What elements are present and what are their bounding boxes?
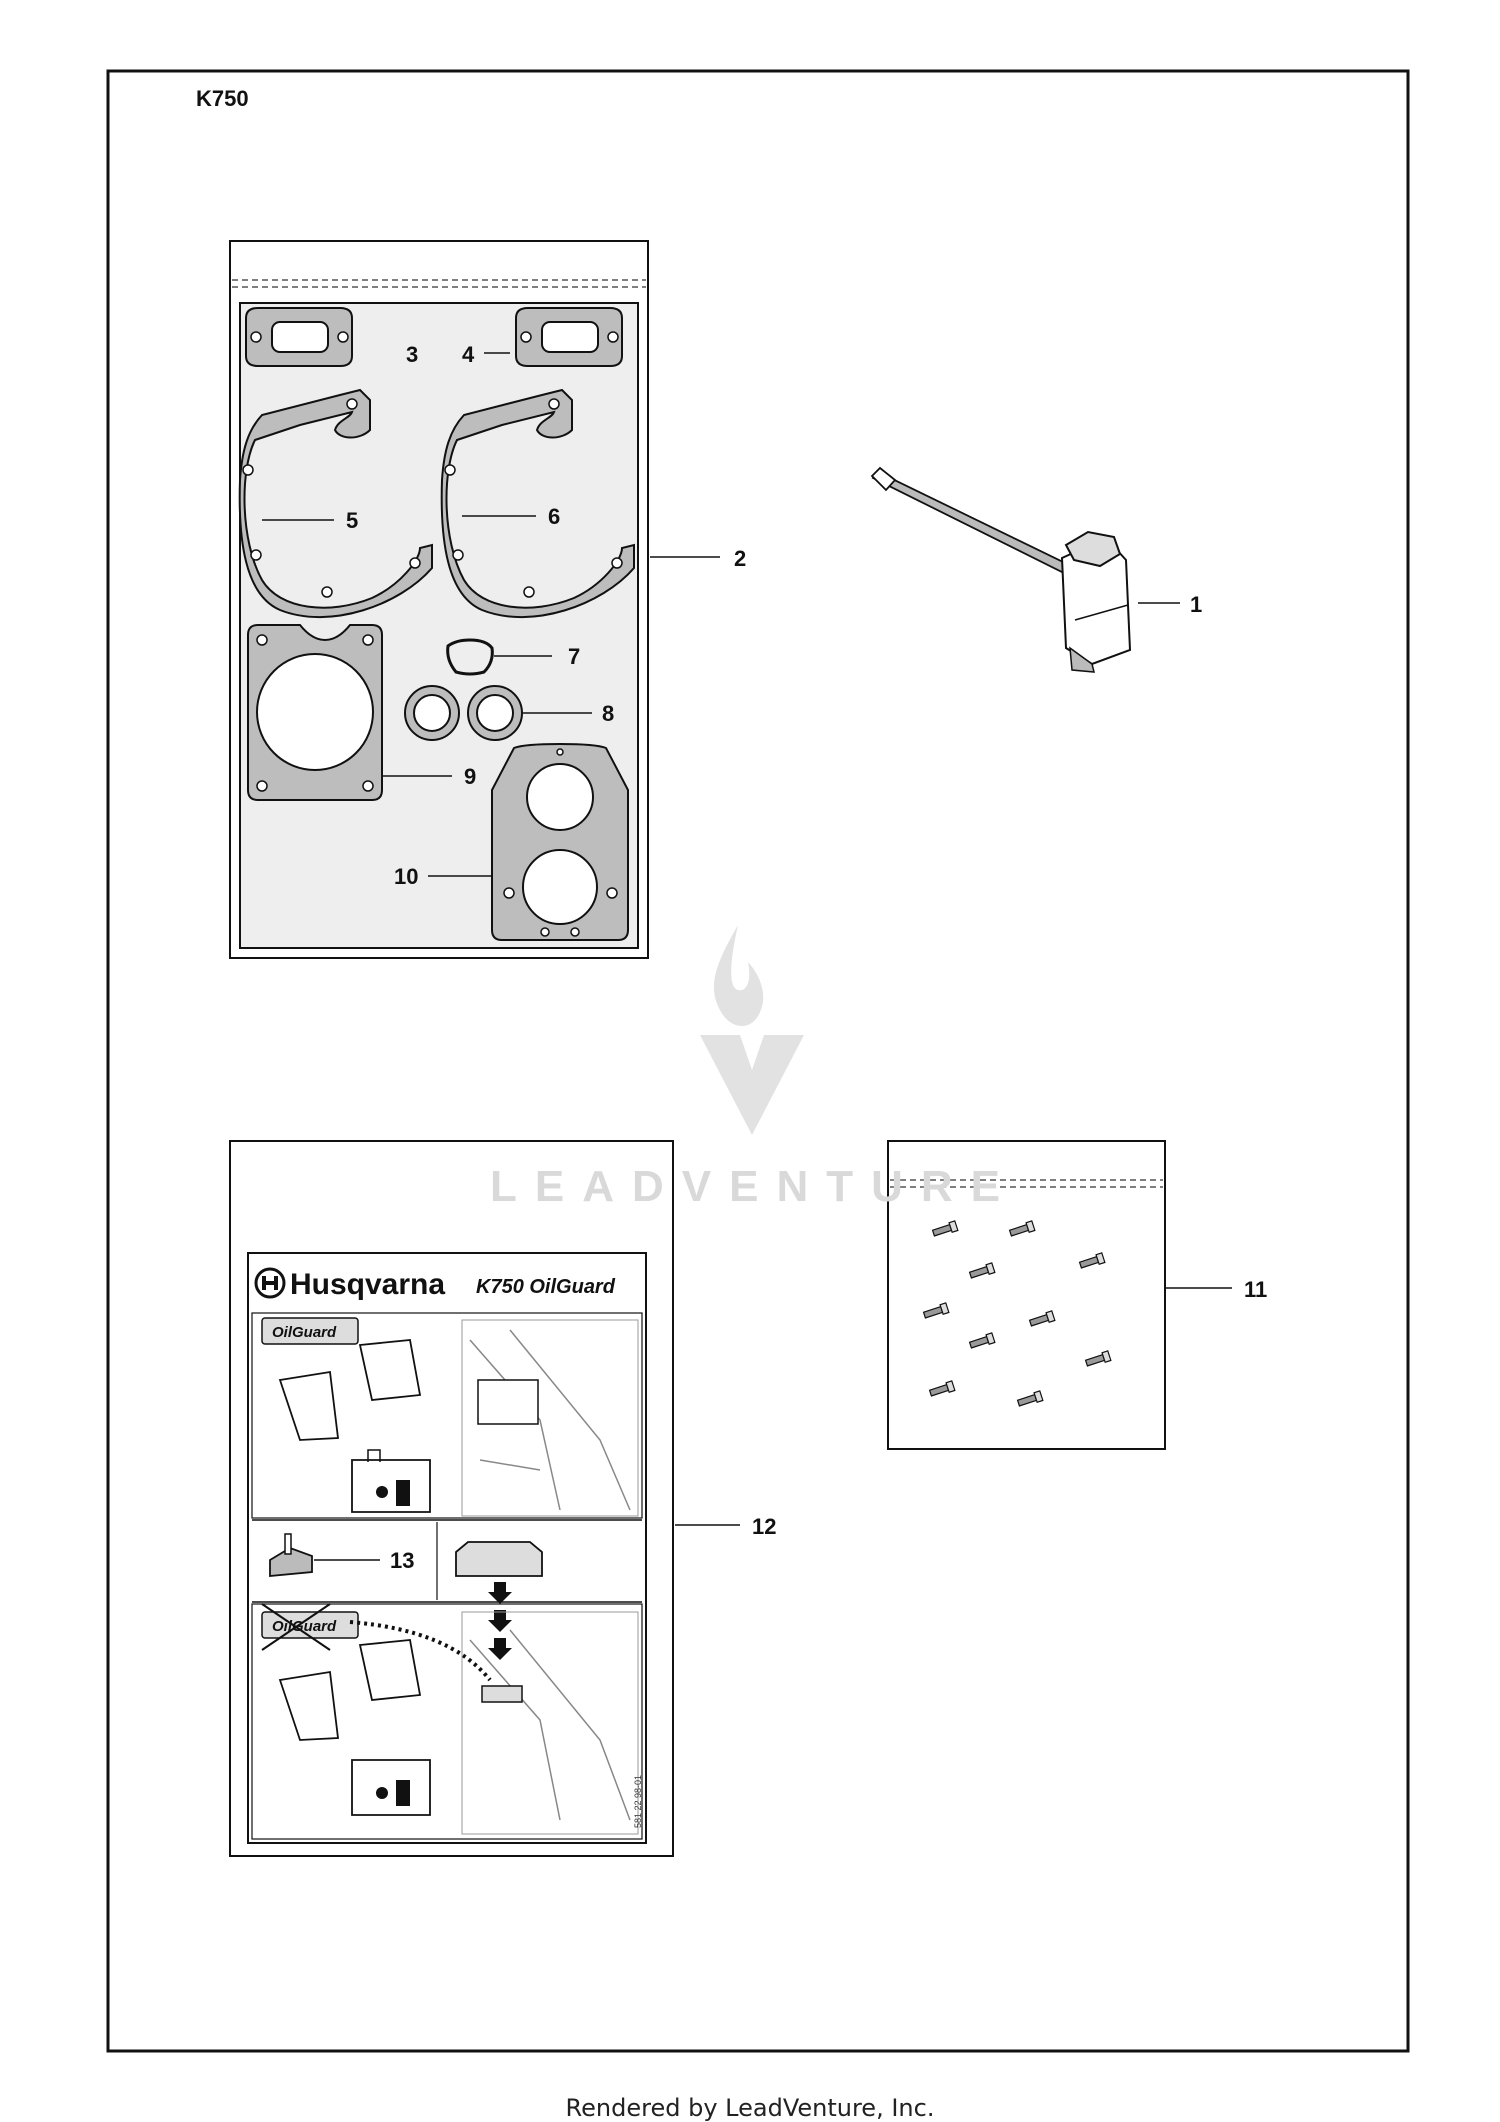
decal-brand: Husqvarna <box>290 1268 445 1301</box>
plate-gasket-10 <box>491 742 629 941</box>
footer-credit: Rendered by LeadVenture, Inc. <box>565 2094 935 2122</box>
callout-4: 4 <box>462 342 475 367</box>
decal-badge-top: OilGuard <box>272 1324 337 1341</box>
callout-2: 2 <box>734 546 746 571</box>
screws-11 <box>922 1220 1112 1407</box>
connector-13 <box>269 1533 313 1577</box>
screw <box>928 1380 956 1397</box>
screw <box>1078 1252 1106 1269</box>
callout-9: 9 <box>464 764 476 789</box>
crankcase-gasket-5 <box>238 388 433 618</box>
oilguard-cap <box>455 1541 543 1577</box>
o-ring-7 <box>446 638 494 676</box>
callout-10: 10 <box>394 864 418 889</box>
husqvarna-logo-icon <box>254 1267 286 1299</box>
cylinder-gasket-9 <box>247 624 383 801</box>
callout-5: 5 <box>346 508 358 533</box>
exhaust-gasket-3 <box>245 307 353 367</box>
screw <box>1028 1310 1056 1327</box>
screw <box>1084 1350 1112 1367</box>
callout-11: 11 <box>1244 1277 1267 1302</box>
seal-rings-8 <box>404 685 523 741</box>
leader-lines <box>262 352 1232 1561</box>
watermark-logo <box>700 925 804 1135</box>
combination-wrench-1 <box>870 466 1132 673</box>
decal-title: K750 OilGuard <box>476 1276 616 1298</box>
oilguard-instruction-panel-top <box>261 1317 639 1517</box>
screw <box>922 1302 950 1319</box>
screw <box>968 1332 996 1349</box>
oilguard-instruction-panel-bottom <box>261 1603 639 1835</box>
model-label: K750 <box>196 86 249 111</box>
down-arrow-icon <box>488 1582 512 1660</box>
page-frame <box>106 69 1410 2053</box>
callout-6: 6 <box>548 504 560 529</box>
callout-1: 1 <box>1190 592 1202 617</box>
callout-8: 8 <box>602 701 614 726</box>
callout-13: 13 <box>390 1548 414 1573</box>
callout-12: 12 <box>752 1514 776 1539</box>
screw <box>1008 1220 1036 1237</box>
callout-labels: 1 2 3 4 5 6 7 8 9 10 11 12 13 <box>346 342 1267 1573</box>
callout-3: 3 <box>406 342 418 367</box>
decal-part-code: 581 22 98-01 <box>633 1775 643 1828</box>
screw <box>931 1220 959 1237</box>
screw <box>968 1262 996 1279</box>
decal-badge-bottom: OilGuard <box>272 1618 337 1635</box>
exhaust-gasket-4 <box>515 307 623 367</box>
crankcase-gasket-6 <box>440 388 635 618</box>
callout-7: 7 <box>568 644 580 669</box>
decal-bag <box>229 1140 674 1857</box>
screw <box>1016 1390 1044 1407</box>
watermark-text: LEADVENTURE <box>490 1162 1019 1211</box>
